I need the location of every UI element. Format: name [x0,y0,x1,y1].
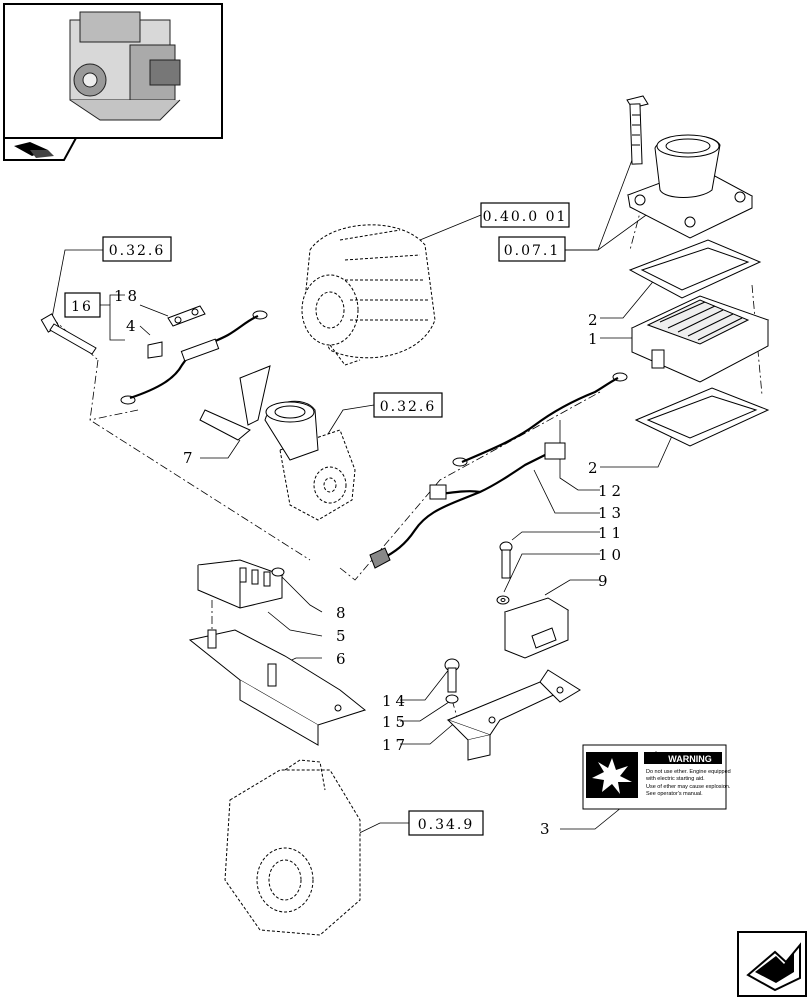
callout-11[interactable]: 11 [598,524,625,542]
screw-11[interactable] [499,541,513,579]
warning-decal[interactable]: WARNING Do not use ether. Engine equippe… [582,744,731,810]
callout-1[interactable]: 1 [588,330,598,348]
next-page-button[interactable] [737,931,807,997]
next-page-arrow-icon [746,942,801,992]
callout-4[interactable]: 4 [126,317,136,335]
bracket-17[interactable] [446,669,581,761]
callout-9[interactable]: 9 [598,572,608,590]
gasket-lower[interactable] [634,387,770,447]
clip-connector[interactable] [147,341,163,359]
gasket-upper[interactable] [628,239,762,299]
callout-13[interactable]: 13 [598,504,625,522]
callout-3[interactable]: 3 [540,820,550,838]
thermostat-outlet[interactable] [264,400,319,461]
relay-module[interactable] [197,559,284,609]
callout-8[interactable]: 8 [336,604,346,622]
bracket-7[interactable] [199,365,271,441]
reference-box-heater[interactable]: 0.07.1 [498,236,566,262]
engine-thumbnail[interactable] [3,3,223,161]
reference-box-thermostat[interactable]: 0.32.6 [373,392,443,418]
svg-text:0.34.9: 0.34.9 [418,817,475,833]
warning-line-4: See operator's manual. [646,791,703,797]
callout-14[interactable]: 14 [382,692,409,710]
reference-box-housing[interactable]: 0.34.9 [408,810,484,836]
reference-box-bolt[interactable]: 0.32.6 [102,236,172,262]
washer-10[interactable] [496,595,510,605]
engine-thumbnail-icon [69,11,181,121]
reference-box-kit-16[interactable]: 16 [64,292,101,318]
flywheel-housing[interactable] [224,759,361,936]
callout-15[interactable]: 15 [382,713,409,731]
svg-text:0.40.0 01: 0.40.0 01 [483,209,568,225]
warning-line-1: Do not use ether. Engine equipped [646,769,731,775]
svg-text:0.07.1: 0.07.1 [504,243,561,259]
wiring-harness-left[interactable] [120,310,268,405]
warning-line-2: with electric starting aid. [645,776,705,782]
svg-text:0.32.6: 0.32.6 [109,243,166,259]
callout-5[interactable]: 5 [336,627,346,645]
heater-bolt[interactable] [626,95,649,165]
warning-title-bar [644,752,722,764]
svg-text:0.32.6: 0.32.6 [380,399,437,415]
reference-box-alternator[interactable]: 0.40.0 01 [480,202,570,228]
heater-inlet-flange[interactable] [626,134,754,239]
washer-8[interactable] [271,567,285,577]
callout-7[interactable]: 7 [183,449,193,467]
tractor-book-icon [14,142,54,158]
callout-labels: 2 1 2 12 13 11 10 9 8 5 6 14 15 17 3 7 1… [114,287,625,838]
washer-15[interactable] [445,694,459,704]
svg-text:16: 16 [71,299,93,315]
mounting-bracket-6[interactable] [188,629,367,746]
callout-2-lower[interactable]: 2 [588,459,598,477]
warning-title: WARNING [668,754,712,764]
callout-2-upper[interactable]: 2 [588,311,598,329]
callout-18[interactable]: 18 [114,287,141,305]
wiring-harness-main[interactable] [452,372,628,467]
control-unit-9[interactable] [503,597,570,659]
terminal-bolt[interactable] [40,313,97,355]
callout-10[interactable]: 10 [598,546,625,564]
grid-heater[interactable] [630,295,770,383]
wiring-harness-sensor[interactable] [369,442,566,569]
callout-17[interactable]: 17 [382,736,409,754]
warning-line-3: Use of ether may cause explosion. [646,784,731,790]
explosion-icon [586,752,638,798]
callout-6[interactable]: 6 [336,650,346,668]
fuse-link[interactable] [167,305,206,327]
screw-14[interactable] [444,658,460,693]
alternator[interactable] [301,224,436,366]
callout-12[interactable]: 12 [598,482,625,500]
